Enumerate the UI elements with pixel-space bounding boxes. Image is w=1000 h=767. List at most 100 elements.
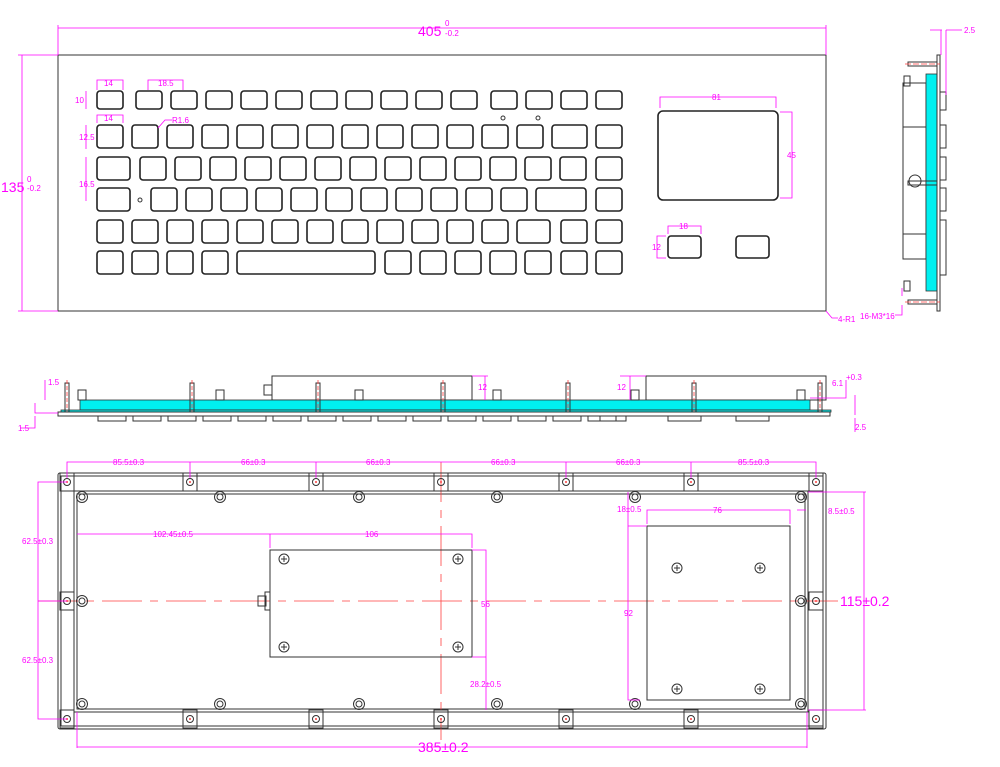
dim-pad-width: 76 xyxy=(713,506,722,515)
key xyxy=(595,90,623,110)
key xyxy=(595,124,623,149)
dim: 1.5 xyxy=(18,424,30,433)
key-profile xyxy=(202,415,232,422)
dim-height: 135 xyxy=(1,179,25,195)
key xyxy=(236,124,264,149)
key xyxy=(255,187,283,212)
key-profile xyxy=(667,415,702,422)
key xyxy=(96,250,124,275)
key xyxy=(419,156,447,181)
mounting-hole xyxy=(812,715,820,723)
dim: 1.5 xyxy=(48,378,60,387)
key xyxy=(201,250,229,275)
key-profile xyxy=(482,415,512,422)
screw-icon xyxy=(671,562,683,574)
mounting-hole xyxy=(312,715,320,723)
key xyxy=(525,90,553,110)
key-profile xyxy=(97,415,127,422)
key xyxy=(465,187,493,212)
dim-pitch: 66±0.3 xyxy=(241,458,266,467)
key xyxy=(341,124,369,149)
key xyxy=(96,124,124,149)
key-profile xyxy=(939,156,947,181)
key-profile xyxy=(272,415,302,422)
key-profile xyxy=(307,415,337,422)
dim-board-height: 56 xyxy=(481,600,490,609)
nut-icon xyxy=(903,75,911,87)
key xyxy=(271,124,299,149)
standoff-icon xyxy=(491,491,503,503)
nut-icon xyxy=(903,280,911,292)
key xyxy=(166,250,194,275)
key xyxy=(411,124,439,149)
key xyxy=(560,90,588,110)
mounting-hole xyxy=(312,478,320,486)
dim-thickness: 2.5 xyxy=(964,26,976,35)
dim-pitch: 66±0.3 xyxy=(491,458,516,467)
key xyxy=(446,124,474,149)
key xyxy=(551,124,588,149)
key xyxy=(220,187,248,212)
key xyxy=(166,124,194,149)
key xyxy=(450,90,478,110)
touchpad-left-button xyxy=(667,235,702,259)
key xyxy=(170,90,198,110)
key xyxy=(96,187,131,212)
key xyxy=(240,90,268,110)
key xyxy=(139,156,167,181)
mounting-hole xyxy=(562,715,570,723)
touchpad xyxy=(657,110,779,201)
dim-width: 405 xyxy=(418,23,442,39)
dim-board-offset: 102.45±0.5 xyxy=(153,530,194,539)
key xyxy=(411,219,439,244)
dim-tol: -0.2 xyxy=(27,184,41,193)
key xyxy=(345,90,373,110)
screw-icon xyxy=(452,641,464,653)
dim-key-width: 14 xyxy=(104,79,113,88)
key-profile xyxy=(447,415,477,422)
key-profile xyxy=(552,415,582,422)
dim-pitch: 66±0.3 xyxy=(366,458,391,467)
indicator-led xyxy=(137,197,143,203)
standoff-icon xyxy=(795,595,807,607)
key xyxy=(481,219,509,244)
key xyxy=(524,250,552,275)
mounting-hole xyxy=(812,478,820,486)
standoff xyxy=(630,389,640,401)
key-profile xyxy=(517,415,547,422)
dim-key-height: 12.5 xyxy=(79,133,95,142)
key-profile xyxy=(412,415,442,422)
dim-pad-right: 8.5±0.5 xyxy=(828,507,855,516)
key xyxy=(306,219,334,244)
mounting-hole xyxy=(562,478,570,486)
standoff-icon xyxy=(214,491,226,503)
screw-icon xyxy=(671,683,683,695)
key xyxy=(395,187,423,212)
key-profile xyxy=(939,219,947,276)
touchpad-right-button xyxy=(735,235,770,259)
key-profile xyxy=(167,415,197,422)
dim: 6.1 xyxy=(832,379,844,388)
key xyxy=(174,156,202,181)
dim-key-radius: R1.6 xyxy=(172,116,189,125)
key xyxy=(560,250,588,275)
key xyxy=(595,250,623,275)
screw-spec: 16-M3*16 xyxy=(860,312,895,321)
mounting-hole xyxy=(687,715,695,723)
key xyxy=(325,187,353,212)
standoff-icon xyxy=(353,698,365,710)
dim-overall-width: 385±0.2 xyxy=(418,739,469,755)
dim-tol: -0.2 xyxy=(445,29,459,38)
standoff-icon xyxy=(214,698,226,710)
key xyxy=(489,250,517,275)
key xyxy=(384,250,412,275)
key xyxy=(595,219,623,244)
key xyxy=(341,219,369,244)
screw-icon xyxy=(754,683,766,695)
dim-side-pitch: 62.5±0.3 xyxy=(22,656,54,665)
key xyxy=(380,90,408,110)
key xyxy=(306,124,334,149)
key xyxy=(446,219,474,244)
standoff-icon xyxy=(795,698,807,710)
key xyxy=(560,219,588,244)
